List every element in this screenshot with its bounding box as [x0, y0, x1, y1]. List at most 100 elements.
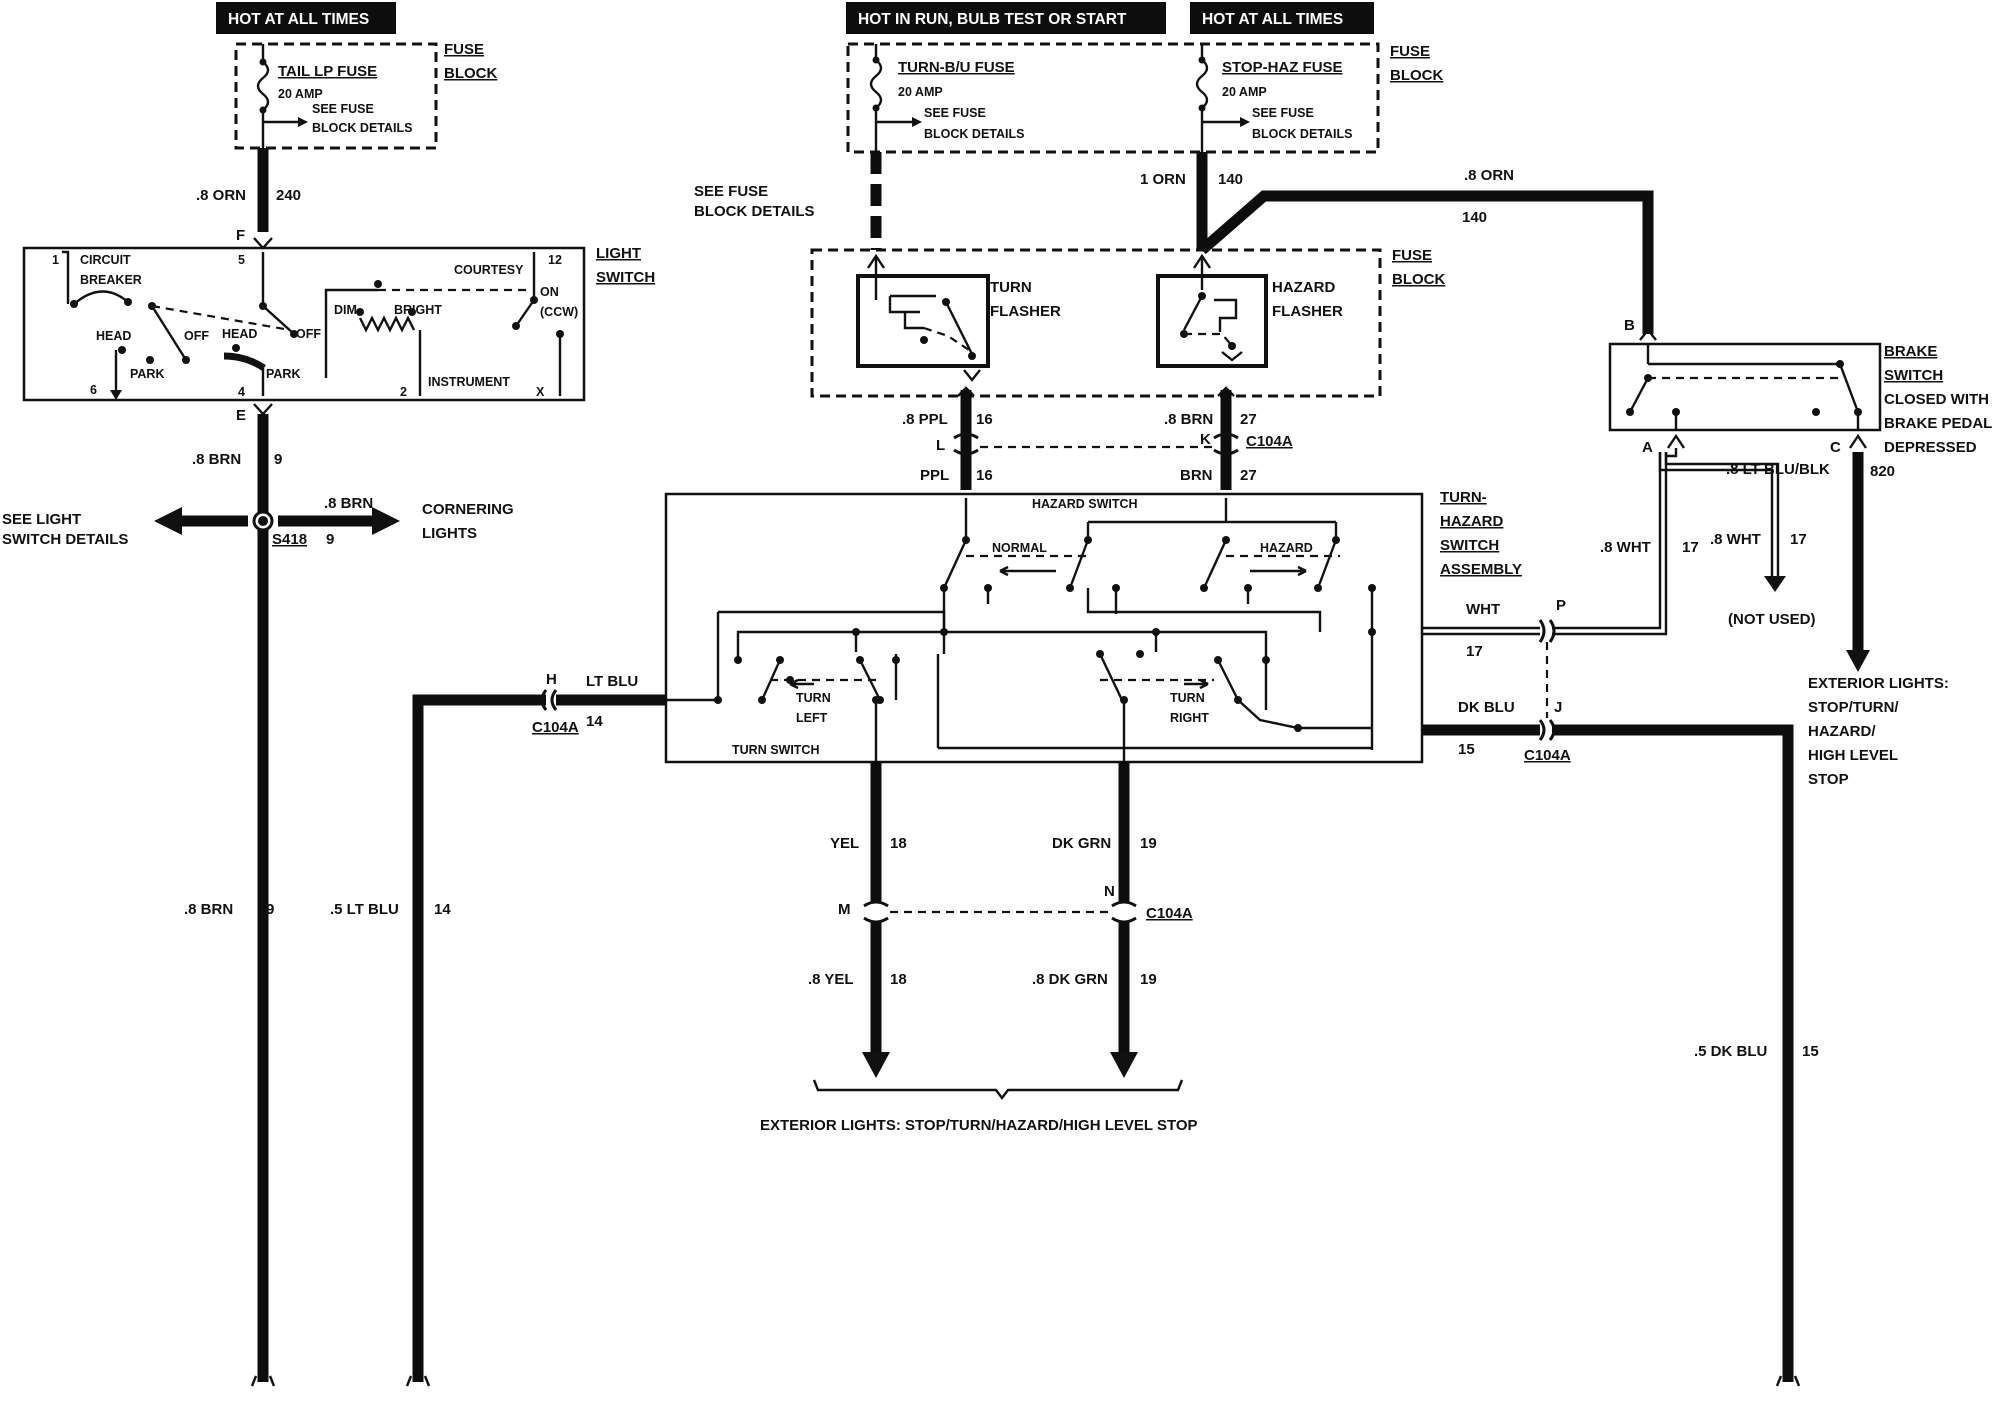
head-label-1: HEAD [96, 329, 131, 343]
wire-gauge-wht-17-c: .8 WHT [1710, 531, 1761, 548]
turn-block-details: BLOCK DETAILS [924, 127, 1024, 141]
circuit-label: CIRCUIT [80, 253, 131, 267]
hot-at-all-times-left-badge [216, 2, 396, 34]
block-details-label: BLOCK DETAILS [312, 121, 412, 135]
turn-switch-label: TURN SWITCH [732, 743, 820, 757]
wire-circuit-16-a: 16 [976, 411, 993, 428]
wire-circuit-9-c: 9 [266, 901, 274, 918]
wire-circuit-140-a: 140 [1218, 171, 1243, 188]
pin-2: 2 [400, 385, 407, 399]
wire-circuit-820: 820 [1870, 463, 1895, 480]
hot-at-all-times-right-badge [1190, 2, 1374, 34]
see-fuse-label: SEE FUSE [312, 102, 374, 116]
fuse-block-left-title-2: BLOCK [444, 65, 497, 82]
bright-label: BRIGHT [394, 303, 442, 317]
wire-gauge-wht-17-b: .8 WHT [1600, 539, 1651, 556]
c104a-lk-label: C104A [1246, 433, 1293, 450]
wire-circuit-18-a: 18 [890, 835, 907, 852]
flasher-fuse-block: FUSE BLOCK TURN FLASHER HAZARD FLASHER [810, 247, 1445, 398]
exterior-lights-brace [812, 1079, 1184, 1100]
park-label-2: PARK [266, 367, 301, 381]
wire-gauge-ltblu-14-a: LT BLU [586, 673, 638, 690]
brake-switch-title-2: SWITCH [1884, 367, 1943, 384]
turn-hazard-title-4: ASSEMBLY [1440, 561, 1522, 578]
turn-hazard-title-1: TURN- [1440, 489, 1487, 506]
wire-gauge-dkgrn-19-b: .8 DK GRN [1032, 971, 1108, 988]
cornering-lights-2: LIGHTS [422, 525, 477, 542]
pin-5: 5 [238, 253, 245, 267]
normal-label: NORMAL [992, 541, 1047, 555]
wire-circuit-15-a: 15 [1458, 741, 1475, 758]
brake-pin-b: B [1624, 317, 1635, 334]
pin-x: X [536, 385, 545, 399]
hot-in-run-bulb-test: HOT IN RUN, BULB TEST OR START [858, 11, 1127, 28]
hot-at-all-times-right: HOT AT ALL TIMES [1202, 11, 1343, 28]
wire-circuit-14-b: 14 [434, 901, 451, 918]
ext-lights-right-1: EXTERIOR LIGHTS: [1808, 675, 1949, 692]
wire-circuit-27-b: 27 [1240, 467, 1257, 484]
dim-label: DIM [334, 303, 357, 317]
brake-note-2: BRAKE PEDAL [1884, 415, 1992, 432]
flasher-block-title-2: BLOCK [1392, 271, 1445, 288]
wire-gauge-brn-9-a: .8 BRN [192, 451, 241, 468]
brake-note-1: CLOSED WITH [1884, 391, 1989, 408]
ext-lights-bottom: EXTERIOR LIGHTS: STOP/TURN/HAZARD/HIGH L… [760, 1117, 1198, 1134]
light-switch-title-2: SWITCH [596, 269, 655, 286]
c104a-j-label: C104A [1524, 747, 1571, 764]
turn-left-label-1: TURN [796, 691, 831, 705]
turn-hazard-title-2: HAZARD [1440, 513, 1503, 530]
pin-6: 6 [90, 383, 97, 397]
pin-k: K [1200, 431, 1211, 448]
see-fuse-block-1: SEE FUSE [694, 183, 768, 200]
wire-gauge-ppl-16-a: .8 PPL [902, 411, 948, 428]
pin-m: M [838, 901, 851, 918]
see-light-switch-2: SWITCH DETAILS [2, 531, 128, 548]
wire-circuit-17-c: 17 [1790, 531, 1807, 548]
hazard-flasher-label-1: HAZARD [1272, 279, 1335, 296]
hazard-flasher-label-2: FLASHER [1272, 303, 1343, 320]
ext-lights-right-5: STOP [1808, 771, 1849, 788]
wire-gauge-brn-27-a: .8 BRN [1164, 411, 1213, 428]
turn-flasher-label-1: TURN [990, 279, 1032, 296]
brake-pin-c: C [1830, 439, 1841, 456]
off-label-1: OFF [184, 329, 209, 343]
ext-lights-right-4: HIGH LEVEL [1808, 747, 1898, 764]
off-label-2: OFF [296, 327, 321, 341]
wire-circuit-19-a: 19 [1140, 835, 1157, 852]
fuse-amp-label: 20 AMP [278, 87, 323, 101]
wire-gauge-orn-140-a: 1 ORN [1140, 171, 1186, 188]
wire-circuit-17-a: 17 [1466, 643, 1483, 660]
light-switch-title-1: LIGHT [596, 245, 641, 262]
turn-hazard-switch-assembly: HAZARD SWITCH NORMAL HAZARD [664, 489, 1522, 764]
cornering-lights-1: CORNERING [422, 501, 514, 518]
wire-gauge-ltblublk-820: .8 LT BLU/BLK [1726, 461, 1830, 478]
fuse-block-left: TAIL LP FUSE 20 AMP SEE FUSE BLOCK DETAI… [234, 41, 497, 150]
pin-n: N [1104, 883, 1115, 900]
pin-l: L [936, 437, 945, 454]
stop-haz-fuse-label: STOP-HAZ FUSE [1222, 59, 1343, 76]
turn-see-fuse: SEE FUSE [924, 106, 986, 120]
on-label: ON [540, 285, 559, 299]
pin-p: P [1556, 597, 1566, 614]
fuse-block-right: TURN-B/U FUSE 20 AMP SEE FUSE BLOCK DETA… [846, 42, 1443, 154]
connector-c104a-lk: L K C104A [936, 431, 1293, 456]
see-fuse-block-2: BLOCK DETAILS [694, 203, 815, 220]
wire-circuit-15-b: 15 [1802, 1043, 1819, 1060]
light-switch-pin-e: E [236, 407, 246, 424]
wire-circuit-9-b: 9 [326, 531, 334, 548]
fuse-block-right-title-2: BLOCK [1390, 67, 1443, 84]
pin-j: J [1554, 699, 1562, 716]
courtesy-label: COURTESY [454, 263, 524, 277]
flasher-block-title-1: FUSE [1392, 247, 1432, 264]
fuse-block-left-title-1: FUSE [444, 41, 484, 58]
see-light-switch-1: SEE LIGHT [2, 511, 81, 528]
pin-4: 4 [238, 385, 245, 399]
wire-gauge-yel-18-a: YEL [830, 835, 859, 852]
brake-note-3: DEPRESSED [1884, 439, 1977, 456]
instrument-label: INSTRUMENT [428, 375, 510, 389]
wire-gauge-ltblu-14-b: .5 LT BLU [330, 901, 399, 918]
hazard-label: HAZARD [1260, 541, 1313, 555]
pin-1: 1 [52, 253, 59, 267]
splice-s418: S418 9 .8 BRN [154, 495, 400, 548]
